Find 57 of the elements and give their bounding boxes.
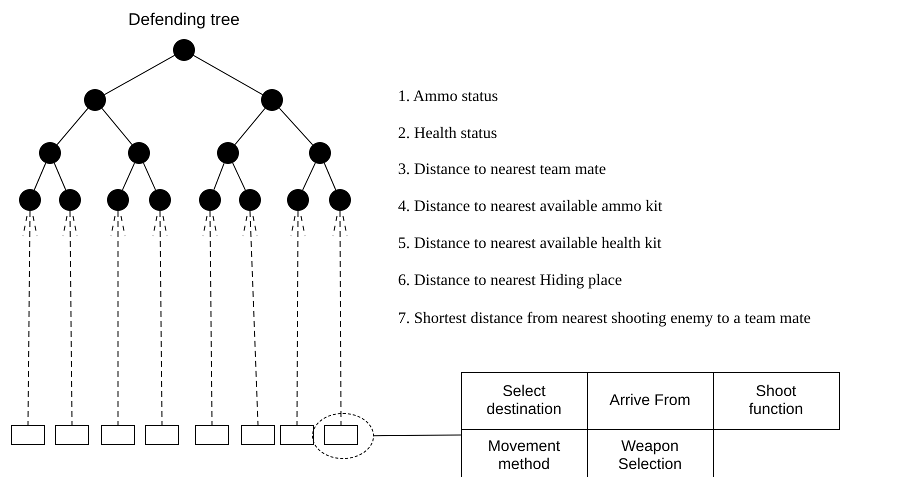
leaf-box <box>280 425 314 445</box>
dashed-line <box>296 210 298 426</box>
tree-branch <box>193 54 263 96</box>
leaf-box <box>11 425 45 445</box>
dashed-line <box>70 210 72 426</box>
table-cell: Shoot function <box>712 372 840 430</box>
list-item: 6. Distance to nearest Hiding place <box>398 272 622 290</box>
tree-branch <box>278 108 314 146</box>
leaf-box <box>145 425 179 445</box>
tree-branch <box>102 108 132 146</box>
leaf-box <box>55 425 89 445</box>
tree-branch <box>324 162 336 190</box>
tree-branch <box>234 108 266 146</box>
list-item: 2. Health status <box>398 125 498 143</box>
leaf-box <box>101 425 135 445</box>
tree-node <box>84 89 106 111</box>
tree-node <box>309 142 331 164</box>
tree-node <box>287 189 309 211</box>
tree-node <box>173 39 195 61</box>
dashed-line <box>160 210 162 426</box>
tree-branch <box>104 54 175 96</box>
tree-branch <box>232 162 246 191</box>
tree-node <box>19 189 41 211</box>
tree-branch <box>56 108 88 146</box>
tree-branch <box>213 162 225 190</box>
tree-node <box>261 89 283 111</box>
list-item: 5. Distance to nearest available health kit <box>398 235 662 253</box>
tree-node <box>59 189 81 211</box>
tree-branch <box>34 162 46 190</box>
list-item: 7. Shortest distance from nearest shooting enemy to a team mate <box>398 310 811 328</box>
leaf-box <box>241 425 275 445</box>
tree-node <box>239 189 261 211</box>
dashed-line <box>340 210 342 426</box>
tree-node <box>149 189 171 211</box>
title: Defending tree <box>127 10 241 30</box>
leader-line <box>374 434 462 436</box>
table-cell: Select destination <box>460 372 588 430</box>
tree-branch <box>302 162 316 191</box>
leaf-box <box>195 425 229 445</box>
dashed-ellipse <box>312 413 374 459</box>
dashed-line <box>210 210 212 426</box>
tree-node <box>128 142 150 164</box>
dashed-line <box>250 210 258 426</box>
tree-branch <box>122 162 136 190</box>
tree-node <box>217 142 239 164</box>
attribute-table <box>461 372 839 477</box>
dashed-line <box>28 210 30 426</box>
tree-branch <box>142 162 156 190</box>
tree-branch <box>54 162 66 190</box>
list-item: 1. Ammo status <box>398 88 498 106</box>
leaf-box <box>324 425 358 445</box>
tree-node <box>107 189 129 211</box>
tree-node <box>39 142 61 164</box>
list-item: 4. Distance to nearest available ammo kit <box>398 198 662 216</box>
tree-node <box>199 189 221 211</box>
list-item: 3. Distance to nearest team mate <box>398 161 606 179</box>
tree-node <box>329 189 351 211</box>
